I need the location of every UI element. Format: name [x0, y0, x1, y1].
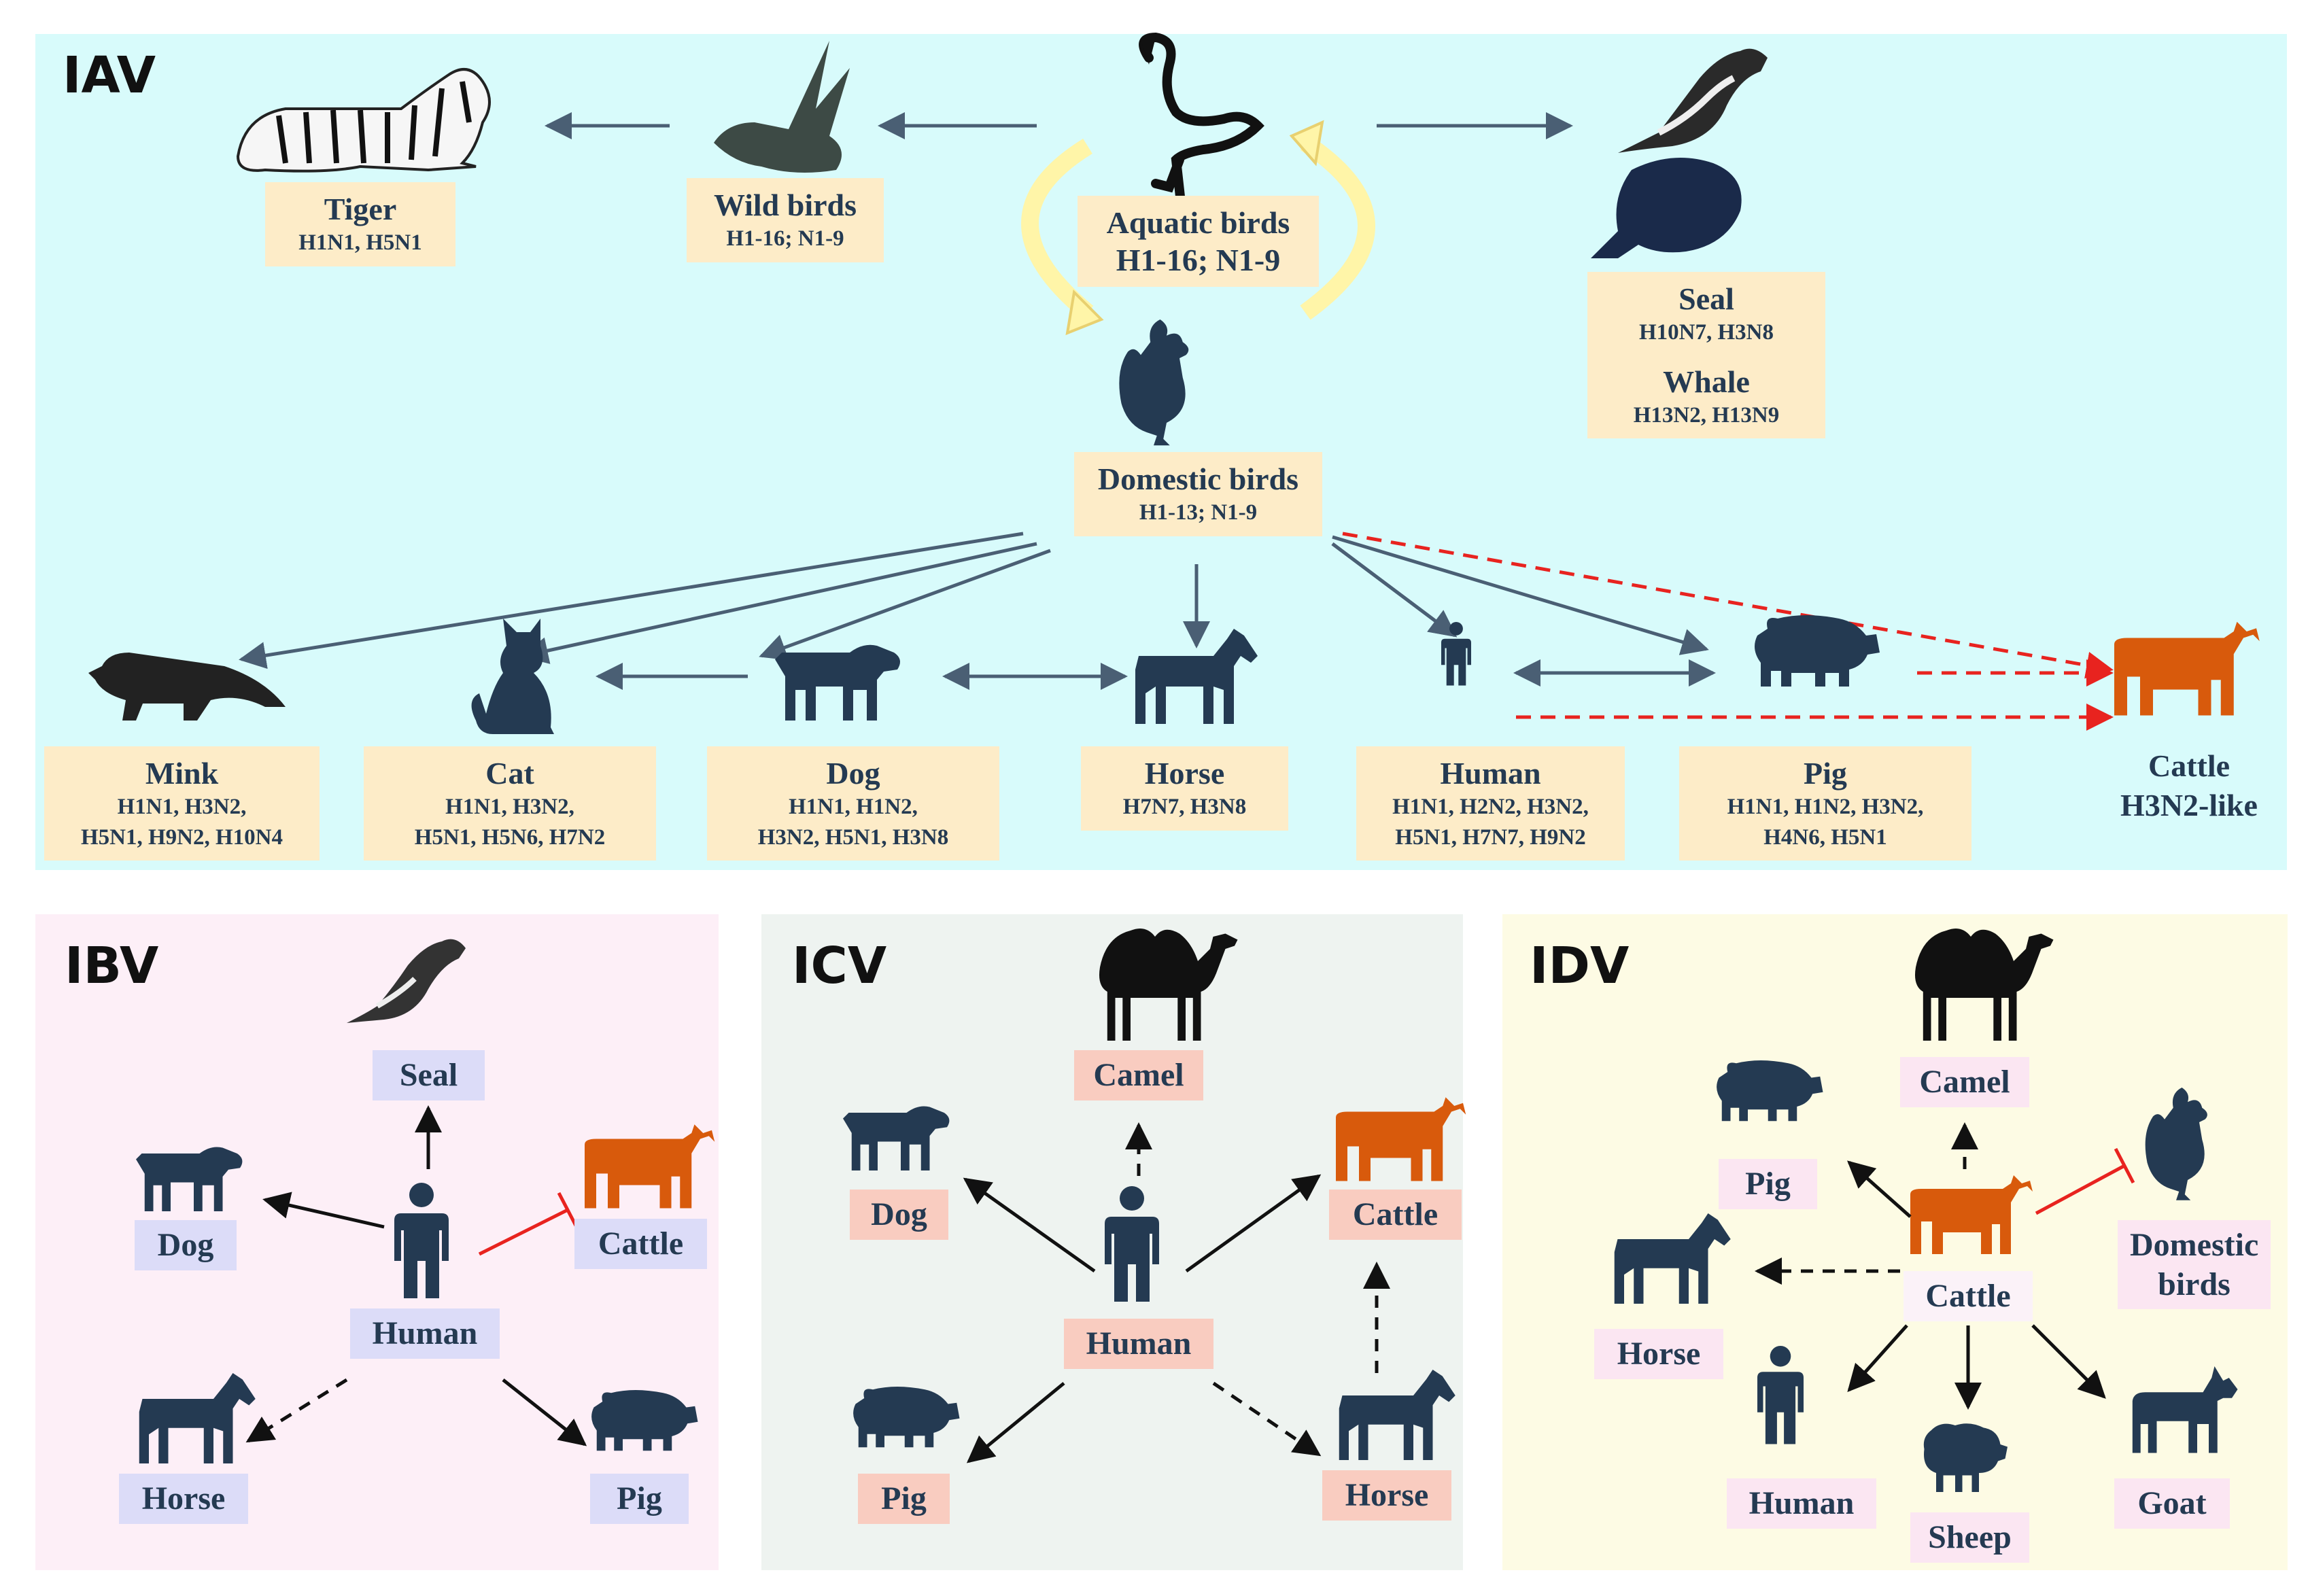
idv-human-label: Human — [1727, 1478, 1876, 1529]
icv-title: ICV — [792, 937, 887, 995]
icv-horse-label: Horse — [1322, 1470, 1451, 1521]
idv-sheep-icon — [1923, 1423, 2008, 1492]
idv-inhibit-line — [2035, 1147, 2135, 1215]
idv-horse-icon — [1614, 1213, 1731, 1304]
idv-pig-icon — [1717, 1060, 1823, 1122]
idv-title: IDV — [1530, 937, 1630, 995]
icv-horse-icon — [1339, 1370, 1456, 1460]
cat-icon — [471, 619, 554, 734]
idv-cattle-icon — [1910, 1175, 2033, 1254]
seal-icon — [1618, 48, 1768, 154]
idv-pig-label: Pig — [1719, 1159, 1817, 1209]
idv-human-icon — [1757, 1346, 1804, 1444]
tiger-icon — [236, 68, 491, 173]
icv-cattle-label: Cattle — [1329, 1190, 1462, 1240]
ibv-human-icon — [394, 1183, 449, 1298]
icv-dog-icon — [843, 1106, 950, 1170]
dog-icon — [775, 644, 900, 721]
idv-camel-label: Camel — [1900, 1057, 2029, 1107]
wild-bird-icon — [714, 41, 850, 173]
whale-icon — [1591, 158, 1742, 258]
ibv-cattle-icon — [585, 1124, 715, 1209]
ibv-pig-icon — [591, 1390, 698, 1451]
mink-icon — [88, 653, 286, 721]
ibv-inhibit-line — [478, 1192, 579, 1256]
cycle-arrows — [1021, 120, 1375, 336]
rooster-icon — [1119, 319, 1189, 446]
idv-cattle-label: Cattle — [1904, 1271, 2033, 1321]
ibv-dog-icon — [136, 1147, 243, 1211]
idv-sheep-label: Sheep — [1910, 1512, 2029, 1563]
idv-rooster-icon — [2145, 1088, 2207, 1200]
icv-camel-icon — [1099, 929, 1238, 1041]
ibv-title: IBV — [65, 937, 159, 995]
icv-pig-icon — [853, 1387, 960, 1448]
idv-goat-label: Goat — [2114, 1478, 2230, 1529]
ibv-dog-label: Dog — [135, 1220, 237, 1270]
ibv-pig-label: Pig — [590, 1474, 689, 1524]
ibv-seal-label: Seal — [373, 1050, 485, 1100]
icv-dog-label: Dog — [850, 1190, 948, 1240]
icv-human-icon — [1105, 1186, 1159, 1302]
icv-pig-label: Pig — [858, 1474, 950, 1524]
seal-whale-label: Seal H10N7, H3N8 Whale H13N2, H13N9 — [1587, 272, 1825, 439]
human-icon — [1441, 622, 1471, 686]
ibv-seal-icon — [347, 939, 466, 1023]
cattle-icon — [2114, 621, 2260, 716]
flamingo-icon — [1139, 32, 1264, 226]
icv-human-label: Human — [1064, 1319, 1213, 1369]
idv-camel-icon — [1914, 929, 2054, 1041]
icv-cattle-icon — [1336, 1097, 1466, 1181]
ibv-human-label: Human — [350, 1308, 500, 1359]
ibv-cattle-label: Cattle — [574, 1219, 707, 1269]
iav-title: IAV — [63, 46, 156, 105]
ibv-horse-icon — [139, 1373, 256, 1463]
ibv-horse-label: Horse — [119, 1474, 248, 1524]
idv-horse-label: Horse — [1594, 1329, 1723, 1379]
icv-camel-label: Camel — [1074, 1050, 1203, 1100]
idv-goat-icon — [2132, 1366, 2238, 1453]
